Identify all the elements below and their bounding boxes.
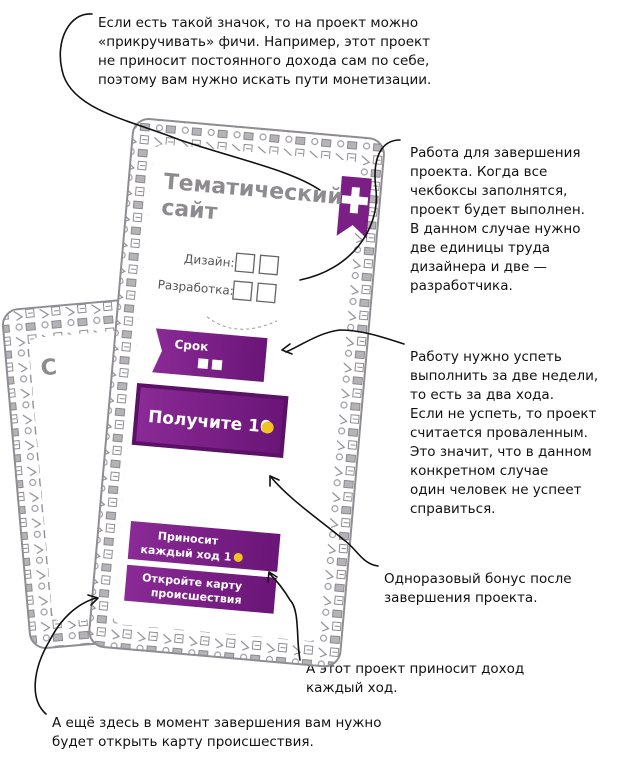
deadline-banner: Срок bbox=[152, 328, 268, 382]
income-line1: Приносит bbox=[157, 529, 219, 547]
note-line: две единицы труда bbox=[410, 240, 551, 256]
note-income: А этот проект приносит доход каждый ход. bbox=[306, 660, 524, 698]
back-card-letter: С bbox=[40, 355, 58, 381]
note-feature-icon: Если есть такой значок, то на проект мож… bbox=[98, 14, 431, 90]
note-line: Работу нужно успеть bbox=[410, 349, 562, 365]
callout-feature bbox=[59, 13, 321, 191]
note-line: проекта. Когда все bbox=[410, 164, 548, 180]
note-line: Если не успеть, то проект bbox=[410, 406, 597, 422]
note-line: один человек не успеет bbox=[410, 482, 582, 498]
income-banner: Приносит каждый ход 1 bbox=[127, 520, 281, 572]
note-line: проект будет выполнен. bbox=[410, 202, 585, 218]
deadline-turn-box bbox=[197, 358, 209, 370]
callout-bonus bbox=[269, 475, 379, 567]
card-title-line2: сайт bbox=[160, 195, 218, 225]
design-label: Дизайн: bbox=[184, 252, 236, 270]
callout-lines bbox=[34, 13, 405, 715]
note-line: считается проваленным. bbox=[410, 425, 588, 441]
note-line: разработчика. bbox=[410, 278, 513, 294]
note-line: Если есть такой значок, то на проект мож… bbox=[98, 15, 419, 31]
note-line: чекбоксы заполнятся, bbox=[410, 183, 568, 199]
note-line: В данном случае нужно bbox=[410, 221, 581, 237]
note-line: Работа для завершения bbox=[410, 145, 581, 161]
dev-checkbox bbox=[232, 280, 253, 302]
note-line: дизайнера и две — bbox=[410, 259, 548, 275]
callout-work bbox=[299, 139, 401, 281]
incident-banner: Откройте карту происшествия bbox=[124, 564, 277, 614]
dev-label: Разработка: bbox=[157, 277, 234, 298]
design-checkbox bbox=[258, 254, 280, 276]
reward-banner: Получите 10 bbox=[131, 382, 289, 458]
dev-checkbox bbox=[255, 282, 277, 304]
note-line: справиться. bbox=[410, 501, 496, 517]
note-line: Одноразовый бонус после bbox=[384, 571, 572, 587]
note-line: будет открыть карту происшествия. bbox=[52, 734, 314, 750]
coin-icon bbox=[233, 552, 243, 562]
note-line: Это значит, что в данном bbox=[410, 444, 592, 460]
front-card: Тематический сайт Дизайн: Разработка: Ср… bbox=[88, 118, 385, 668]
note-line: завершения проекта. bbox=[384, 590, 538, 606]
note-line: конкретном случае bbox=[410, 463, 549, 479]
note-line: А этот проект приносит доход bbox=[306, 661, 525, 677]
note-work-checkboxes: Работа для завершения проекта. Когда все… bbox=[410, 144, 585, 296]
note-line: А ещё здесь в момент завершения вам нужн… bbox=[52, 715, 382, 731]
note-line: поэтому вам нужно искать пути монетизаци… bbox=[98, 72, 432, 88]
plus-flag-icon bbox=[336, 176, 372, 239]
deadline-turn-box bbox=[211, 359, 223, 371]
note-line: «прикручивать» фичи. Например, этот прое… bbox=[98, 34, 431, 50]
note-line: каждый ход. bbox=[306, 680, 398, 696]
note-line: то есть за два хода. bbox=[410, 387, 554, 403]
note-incident: А ещё здесь в момент завершения вам нужн… bbox=[52, 714, 382, 752]
coin-icon bbox=[261, 421, 274, 434]
callout-incident bbox=[34, 597, 97, 715]
note-bonus: Одноразовый бонус после завершения проек… bbox=[384, 570, 572, 608]
note-line: выполнить за две недели, bbox=[410, 368, 599, 384]
note-line: не приносит постоянного дохода сам по се… bbox=[98, 53, 430, 69]
deadline-label: Срок bbox=[174, 337, 209, 354]
note-deadline: Работу нужно успеть выполнить за две нед… bbox=[410, 348, 598, 519]
callout-income bbox=[269, 573, 301, 661]
callout-deadline bbox=[285, 329, 405, 353]
design-checkbox bbox=[234, 252, 256, 274]
